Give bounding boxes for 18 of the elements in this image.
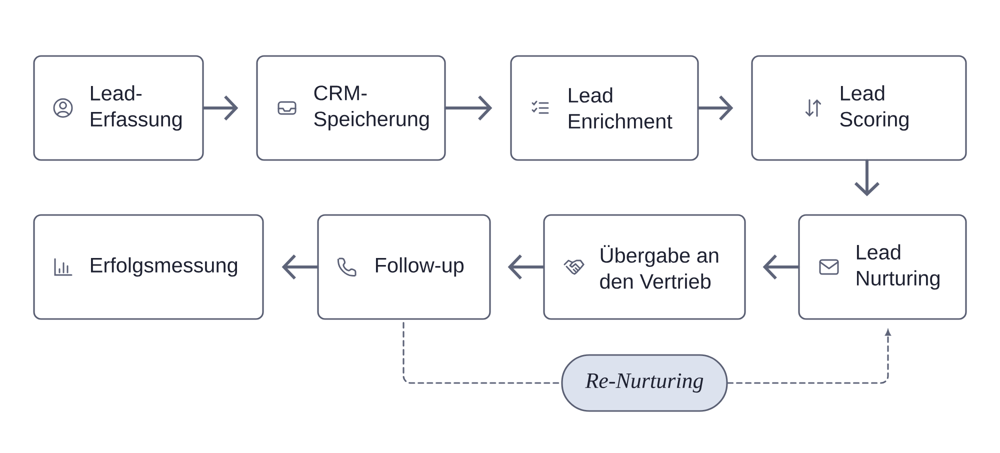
dashed-line xyxy=(402,322,562,384)
process-box: Lead Enrichment xyxy=(510,55,699,161)
arrow xyxy=(444,95,492,121)
process-box: CRM-Speicherung xyxy=(256,55,446,161)
arrow xyxy=(202,95,238,121)
process-box: Erfolgsmessung xyxy=(33,214,264,320)
arrow xyxy=(762,254,800,280)
arrow xyxy=(854,159,880,196)
process-box: Lead Nurturing xyxy=(798,214,967,320)
arrow xyxy=(697,95,734,121)
arrow xyxy=(282,254,319,280)
process-box: Follow-up xyxy=(317,214,491,320)
pill-box: Re-Nurturing xyxy=(561,354,728,412)
process-box: Lead Scoring xyxy=(751,55,967,161)
dashed-arrow xyxy=(727,330,891,384)
process-box: Lead-Erfassung xyxy=(33,55,204,161)
arrow xyxy=(508,254,545,280)
process-box: Übergabe an den Vertrieb xyxy=(543,214,746,320)
